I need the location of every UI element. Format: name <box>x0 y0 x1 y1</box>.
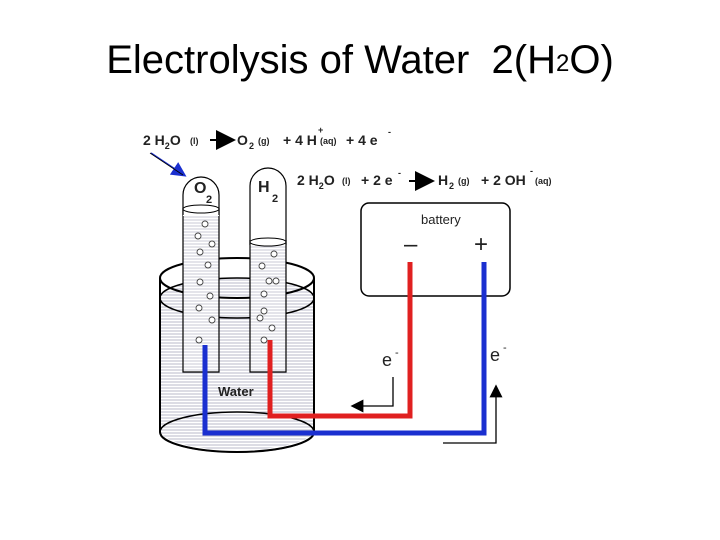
svg-text:2 H2O: 2 H2O <box>143 132 181 151</box>
anode-electrons: + 4 e <box>346 132 378 148</box>
electron-left-label: e <box>382 350 392 370</box>
cathode-reactant-state: (l) <box>342 176 351 186</box>
oxygen-test-tube: O 2 <box>182 176 220 373</box>
cathode-electrons: + 2 e <box>361 172 393 188</box>
cathode-product1-state: (g) <box>458 176 470 186</box>
cathode-product1: H <box>438 172 448 188</box>
cathode-reactant-sub: 2 <box>319 181 324 191</box>
title-main: Electrolysis of Water 2(H <box>106 38 556 82</box>
h2-bubbles <box>256 250 280 344</box>
battery-negative-sign: – <box>404 231 418 258</box>
anode-pointer-arrow <box>150 152 187 177</box>
beaker-rim <box>159 257 315 299</box>
electron-right-charge: - <box>503 342 507 354</box>
electron-flow-arrow-right <box>443 384 503 444</box>
electron-left-charge: - <box>395 347 399 359</box>
anode-hplus-state: (aq) <box>320 136 337 146</box>
cathode-oh-state: (aq) <box>535 176 552 186</box>
title-end: O) <box>569 38 614 82</box>
cathode-electron-charge: - <box>398 168 401 178</box>
anode-reactant-sub: 2 <box>165 141 170 151</box>
o2-bubbles <box>194 220 216 344</box>
anode-product1: O <box>237 132 248 148</box>
h2-tube-sub: 2 <box>272 193 278 205</box>
h2-tube-label: H <box>258 179 270 196</box>
cathode-reactant-coef: 2 H <box>297 172 319 188</box>
water-label: Water <box>218 384 254 399</box>
cathode-oh-charge: - <box>530 166 533 176</box>
anode-equation: 2 H2O (l) O 2 (g) + 4 H + (aq) + 4 e - <box>143 125 391 177</box>
electron-right-label: e <box>490 345 500 365</box>
electron-flow-arrow-left <box>350 377 394 413</box>
anode-product1-state: (g) <box>258 136 270 146</box>
anode-hplus-charge: + <box>318 125 323 135</box>
anode-product1-sub: 2 <box>249 141 254 151</box>
anode-reactant-o: O <box>170 132 181 148</box>
cathode-product1-sub: 2 <box>449 181 454 191</box>
anode-electron-charge: - <box>388 127 391 137</box>
o2-tube-body <box>182 208 220 373</box>
anode-reactant-state: (l) <box>190 136 199 146</box>
hydrogen-test-tube: H 2 <box>249 167 287 373</box>
slide-title: Electrolysis of Water 2(H2O) <box>0 38 720 83</box>
svg-text:2 H2O: 2 H2O <box>297 172 335 191</box>
o2-tube-label: O <box>194 180 206 197</box>
cathode-equation: 2 H2O (l) + 2 e - H 2 (g) + 2 OH - (aq) <box>297 166 552 191</box>
battery: battery – + <box>360 202 511 297</box>
anode-pointer-line <box>149 152 184 176</box>
o2-tube-sub: 2 <box>206 194 212 206</box>
cathode-product2: + 2 OH <box>481 172 526 188</box>
cathode-reactant-o: O <box>324 172 335 188</box>
battery-label: battery <box>421 212 461 227</box>
anode-reactant-coef: 2 H <box>143 132 165 148</box>
blue-wire <box>202 262 487 436</box>
red-wire <box>267 262 413 419</box>
battery-box <box>360 202 511 297</box>
battery-positive-sign: + <box>474 231 488 258</box>
anode-hplus: + 4 H <box>283 132 317 148</box>
title-subscript: 2 <box>555 50 570 77</box>
